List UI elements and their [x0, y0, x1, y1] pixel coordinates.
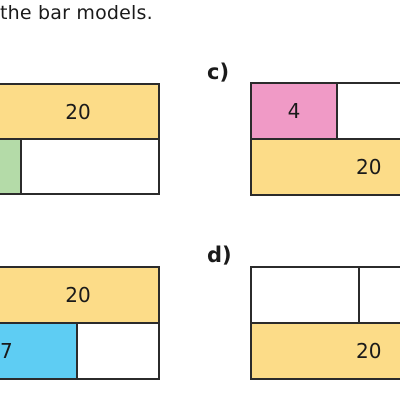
bar-b-part-known-value: 7: [0, 339, 13, 363]
bar-d-whole-value: 20: [356, 339, 382, 363]
instruction-text: the bar models.: [0, 2, 153, 24]
bar-c-part-known-value: 4: [287, 99, 301, 123]
bar-d-whole: 20: [250, 322, 400, 380]
bar-b-whole-value: 20: [65, 283, 91, 307]
bar-b-part-known: 7: [0, 322, 78, 380]
bar-c-part-known: 4: [250, 82, 338, 140]
bar-a-part-known: [0, 138, 22, 195]
bar-a-whole: 20: [0, 83, 160, 140]
bar-d-part-right: [358, 266, 400, 324]
part-label-c: c): [207, 60, 230, 84]
bar-a-part-unknown: [20, 138, 160, 195]
part-label-d: d): [207, 243, 232, 267]
bar-c-whole: 20: [250, 138, 400, 196]
bar-b-part-unknown: [76, 322, 160, 380]
bar-a-whole-value: 20: [65, 99, 91, 124]
bar-b-whole: 20: [0, 266, 160, 324]
bar-d-part-left: [250, 266, 360, 324]
bar-c-part-unknown: [336, 82, 400, 140]
bar-c-whole-value: 20: [356, 155, 382, 179]
